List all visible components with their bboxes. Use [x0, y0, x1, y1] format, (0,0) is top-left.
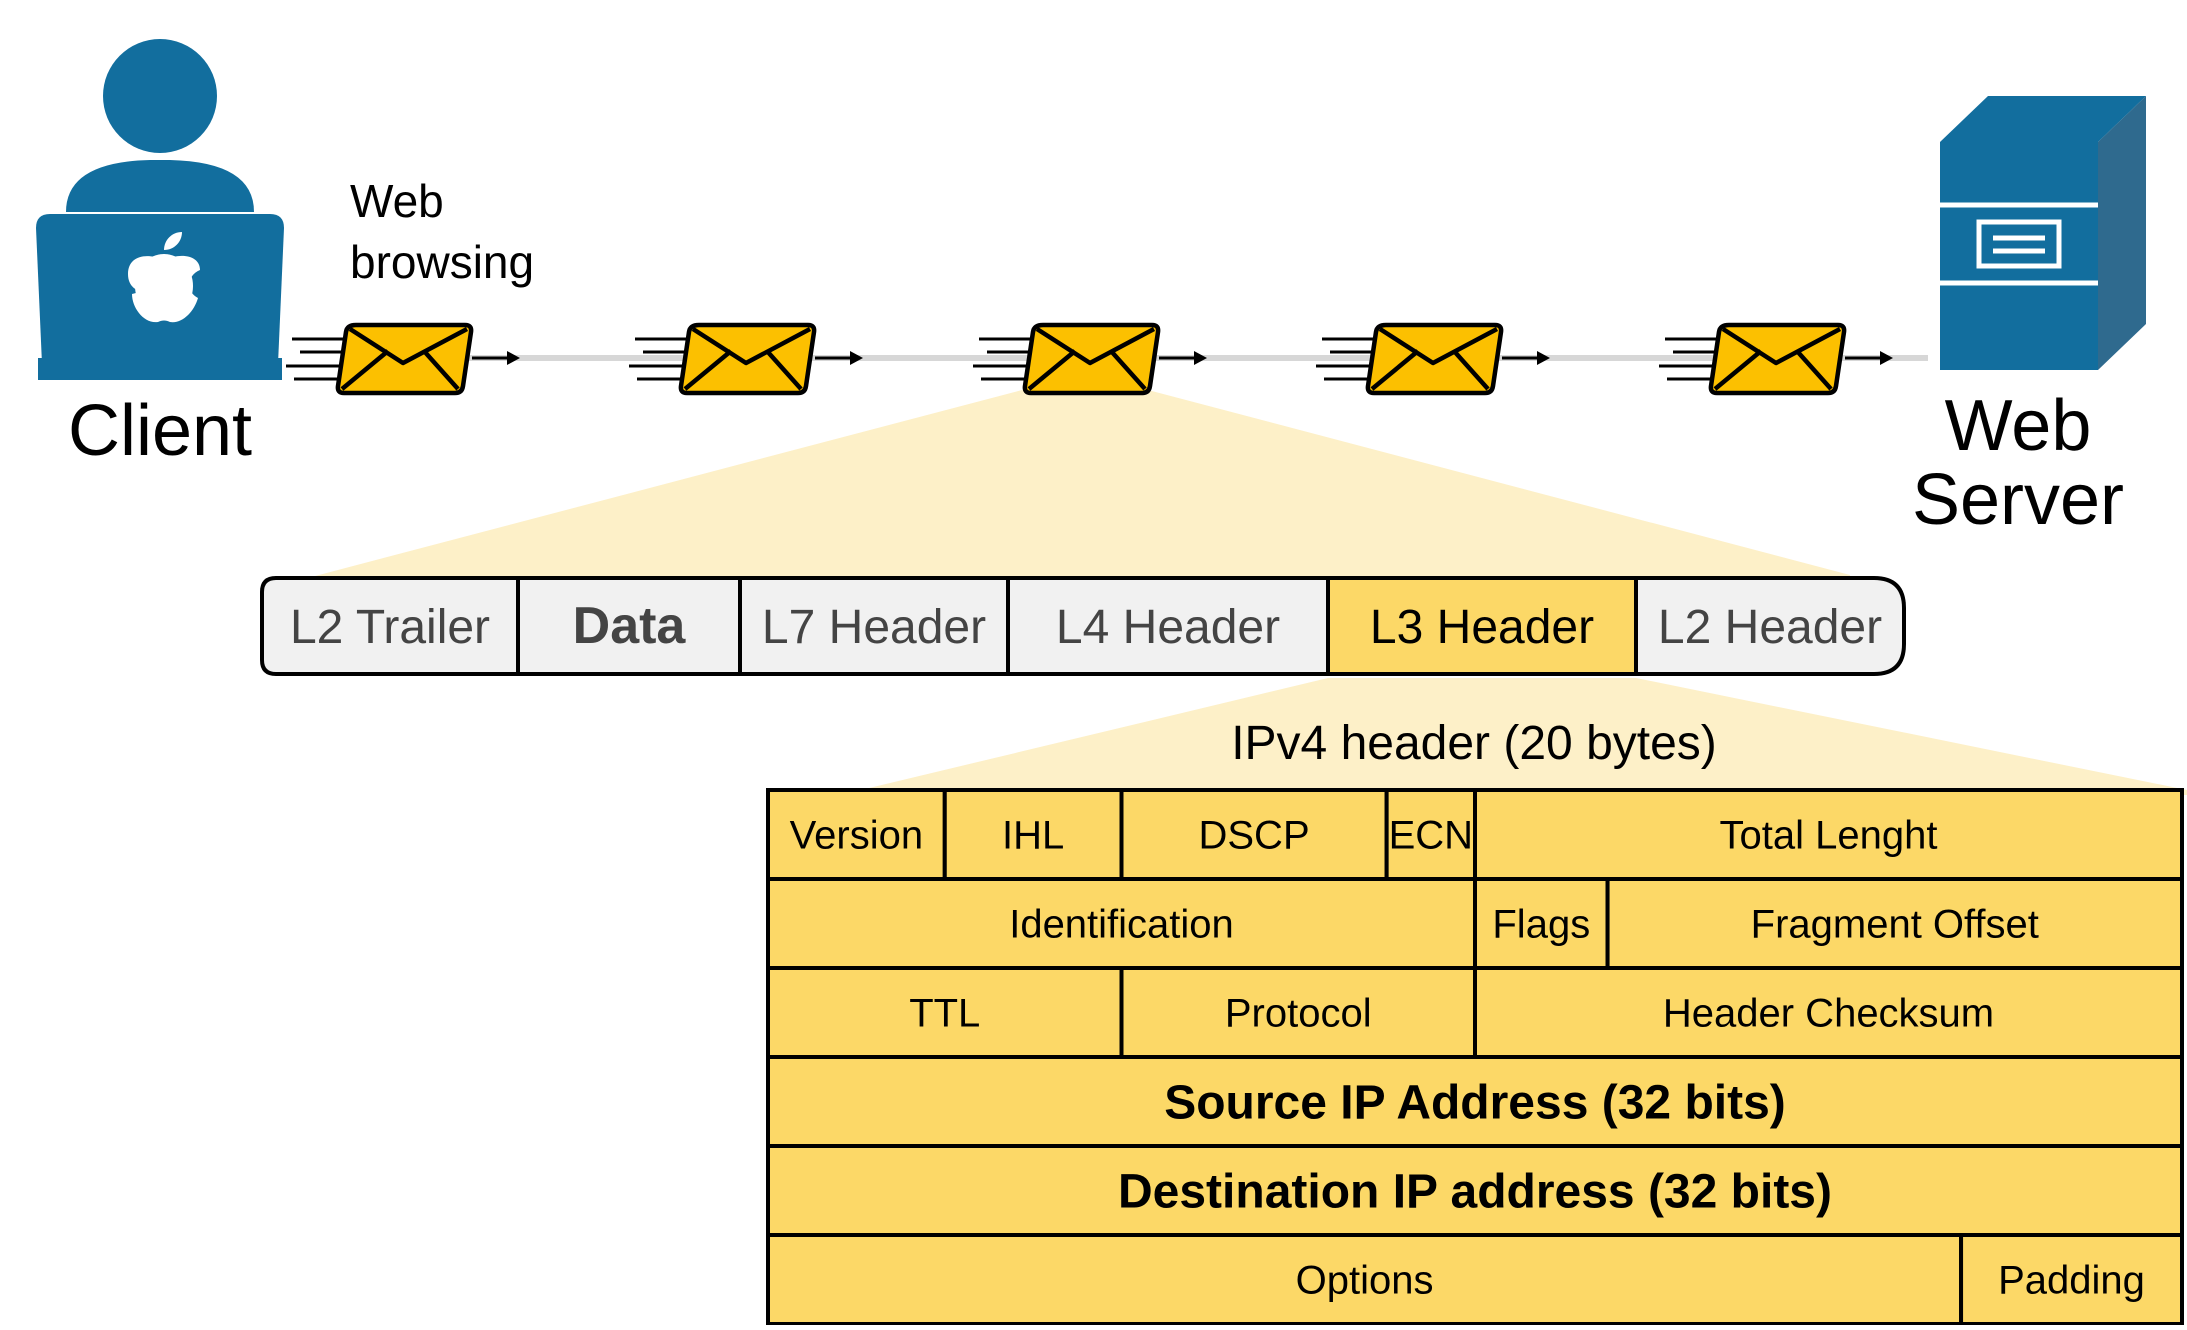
ipv4-field — [766, 966, 1124, 1059]
envelope-icon — [973, 322, 1207, 396]
frame-segment-label: Data — [573, 597, 687, 655]
web-browsing-label-line1: Web — [350, 175, 444, 227]
ipv4-field-label: DSCP — [1198, 814, 1309, 858]
ipv4-field-label: Header Checksum — [1663, 992, 1994, 1036]
client-label: Client — [68, 391, 252, 471]
ipv4-field — [942, 788, 1124, 881]
packet-envelopes — [286, 322, 1893, 396]
frame-segment — [1636, 578, 1904, 674]
ipv4-field-label: Identification — [1009, 903, 1234, 947]
web-server-label-line2: Server — [1912, 460, 2124, 540]
user-laptop-icon — [36, 39, 284, 380]
frame-segment — [1008, 578, 1328, 674]
ipv4-field — [1959, 1233, 2184, 1326]
frame-segment-label: L2 Header — [1658, 601, 1882, 654]
ipv4-field-label: Flags — [1492, 903, 1590, 947]
web-browsing-label-line2: browsing — [350, 236, 534, 288]
frame-segment-label: L7 Header — [762, 601, 986, 654]
envelope-icon — [629, 322, 863, 396]
frame-segment — [740, 578, 1008, 674]
server-icon — [1940, 96, 2146, 370]
apple-logo-icon — [128, 232, 200, 323]
ipv4-field — [766, 1144, 2184, 1237]
frame-segment — [262, 578, 518, 674]
envelope-icon — [1659, 322, 1893, 396]
header-zoom-beam — [840, 678, 2187, 795]
ipv4-field-label: Version — [790, 814, 923, 858]
frame-segment — [518, 578, 740, 674]
web-server-label-line1: Web — [1945, 386, 2092, 466]
ipv4-field — [766, 1233, 1964, 1326]
ipv4-field-label: Padding — [1998, 1259, 2145, 1303]
frame-segment — [1328, 578, 1636, 674]
ipv4-field — [766, 877, 1477, 970]
ipv4-field-label: IHL — [1002, 814, 1064, 858]
packet-zoom-beam — [300, 390, 1850, 580]
frame-segment-label: L2 Trailer — [290, 601, 490, 654]
ipv4-field-label: Fragment Offset — [1751, 903, 2039, 947]
ipv4-field — [1119, 966, 1477, 1059]
envelope-icon — [1316, 322, 1550, 396]
ipv4-field-label: Source IP Address (32 bits) — [1164, 1077, 1786, 1130]
frame-outline — [260, 576, 1906, 676]
ipv4-field-label: Protocol — [1225, 992, 1372, 1036]
ipv4-header-title: IPv4 header (20 bytes) — [1231, 717, 1717, 770]
envelope-icon — [286, 322, 520, 396]
ipv4-field — [766, 1055, 2184, 1148]
ipv4-field-label: ECN — [1389, 814, 1473, 858]
ipv4-header-table: Version IHL DSCP ECN Total LenghtIdentificat… — [766, 788, 2184, 1326]
ipv4-field-label: Destination IP address (32 bits) — [1118, 1166, 1832, 1219]
ipv4-field-label: Total Lenght — [1720, 814, 1938, 858]
ipv4-field — [1605, 877, 2184, 970]
ipv4-field-label: Options — [1296, 1259, 1434, 1303]
frame-segment-label: L4 Header — [1056, 601, 1280, 654]
ipv4-field — [766, 788, 947, 881]
ipv4-field-label: TTL — [909, 992, 980, 1036]
packet-frame: L2 Trailer Data L7 Header L4 Header L3 Heade… — [260, 576, 1906, 676]
ipv4-field — [1119, 788, 1389, 881]
ipv4-field — [1473, 788, 2184, 881]
frame-segment-label: L3 Header — [1370, 601, 1594, 654]
